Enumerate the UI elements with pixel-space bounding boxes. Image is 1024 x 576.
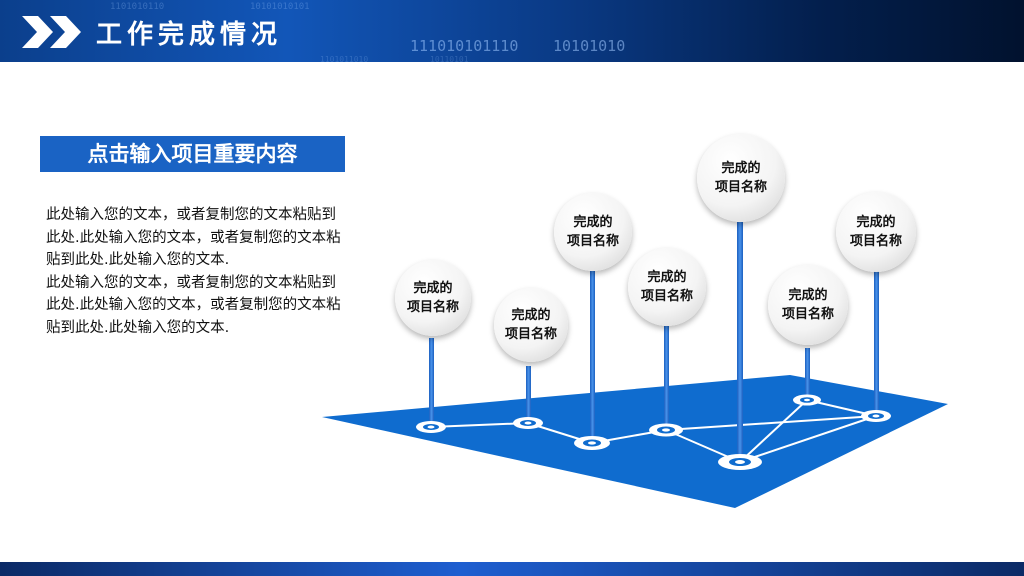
node-bubble: 完成的项目名称 (395, 260, 471, 336)
node-marker (718, 454, 762, 470)
pillars (429, 222, 879, 462)
node-bubble: 完成的项目名称 (628, 248, 706, 326)
node-markers (416, 394, 891, 470)
node-label-line2: 项目名称 (566, 234, 619, 249)
node-label-line2: 项目名称 (714, 180, 767, 195)
node-bubble: 完成的项目名称 (554, 193, 632, 271)
footer-bar (0, 562, 1024, 576)
binary-decoration: 10110101 (430, 55, 469, 62)
node-label-line2: 项目名称 (640, 289, 693, 304)
node-label-line1: 完成的 (573, 215, 613, 230)
node-bubble: 完成的项目名称 (836, 192, 916, 272)
node-label-line1: 完成的 (721, 161, 761, 176)
header-banner: 111010101110 10101010 1101010110 1010101… (0, 0, 1024, 62)
page-title: 工作完成情况 (96, 20, 283, 50)
node-marker (649, 423, 683, 437)
paragraph: 此处输入您的文本，或者复制您的文本粘贴到此处.此处输入您的文本，或者复制您的文本… (46, 274, 341, 336)
node-label-line1: 完成的 (856, 215, 896, 230)
node-label-line2: 项目名称 (504, 327, 557, 342)
node-label-line1: 完成的 (413, 281, 453, 296)
section-subtitle: 点击输入项目重要内容 (40, 136, 345, 172)
node-label-line2: 项目名称 (781, 307, 834, 322)
node-marker (513, 417, 543, 429)
node-marker (574, 436, 610, 450)
node-label-line1: 完成的 (788, 288, 828, 303)
binary-decoration: 10101010101 (250, 2, 310, 12)
node-label-line2: 项目名称 (406, 300, 459, 315)
node-marker (861, 410, 891, 422)
node-bubble: 完成的项目名称 (697, 134, 785, 222)
node-marker (416, 421, 446, 433)
node-bubble: 完成的项目名称 (494, 288, 568, 362)
paragraph: 此处输入您的文本，或者复制您的文本粘贴到此处.此处输入您的文本，或者复制您的文本… (46, 207, 341, 268)
node-label-line1: 完成的 (647, 270, 687, 285)
binary-decoration: 1101011010 (320, 55, 369, 62)
node-bubble: 完成的项目名称 (768, 265, 848, 345)
binary-decoration: 111010101110 (410, 37, 519, 55)
binary-decoration: 1101010110 (110, 2, 165, 12)
chevron-right-icon (22, 16, 81, 48)
node-marker (793, 394, 821, 406)
platform (322, 375, 948, 508)
node-label-line2: 项目名称 (849, 234, 902, 249)
body-text: 此处输入您的文本，或者复制您的文本粘贴到此处.此处输入您的文本，或者复制您的文本… (46, 204, 346, 339)
node-label-line1: 完成的 (511, 308, 551, 323)
binary-decoration: 10101010 (553, 37, 626, 55)
